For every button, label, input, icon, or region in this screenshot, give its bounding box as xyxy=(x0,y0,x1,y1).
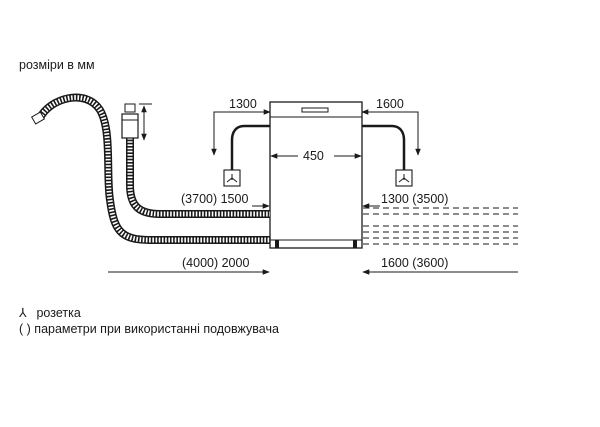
units-label: розміри в мм xyxy=(19,58,95,72)
right-extension-lines xyxy=(363,207,518,245)
brackets-symbol: ( ) xyxy=(19,322,31,336)
left-power-cable-label: (4000) 2000 xyxy=(182,256,249,270)
width-label: 450 xyxy=(303,149,324,163)
right-power-cable-dimension: 1600 (3600) xyxy=(362,256,518,275)
left-outlet-height-label: 1300 xyxy=(229,97,257,111)
left-drain-hose-label: (3700) 1500 xyxy=(181,192,248,206)
left-outlet-height-dimension: 1300 xyxy=(211,97,271,156)
right-inlet-hose-label: 1300 (3500) xyxy=(381,192,448,206)
legend-brackets-label: параметри при використанні подовжувача xyxy=(34,322,279,336)
legend-socket: ⅄ розетка xyxy=(19,305,81,321)
power-cable-right xyxy=(362,124,406,170)
left-power-cable-dimension: (4000) 2000 xyxy=(108,256,270,275)
left-drain-hose-dimension: (3700) 1500 xyxy=(181,192,270,209)
width-dimension: 450 xyxy=(270,149,362,163)
inlet-hose xyxy=(121,103,270,218)
socket-symbol-icon: ⅄ xyxy=(19,306,27,320)
dishwasher-outline xyxy=(269,101,363,249)
drain-hose xyxy=(30,93,270,244)
right-outlet-height-label: 1600 xyxy=(376,97,404,111)
right-inlet-hose-dimension: 1300 (3500) xyxy=(362,192,448,209)
legend-socket-label: розетка xyxy=(36,306,81,320)
legend-brackets: ( ) параметри при використанні подовжува… xyxy=(19,321,279,337)
right-outlet-height-dimension: 1600 xyxy=(361,97,421,156)
socket-left-icon xyxy=(223,169,241,187)
right-power-cable-label: 1600 (3600) xyxy=(381,256,448,270)
tap-height-marker xyxy=(139,103,152,141)
power-cable-left xyxy=(230,124,270,170)
socket-right-icon xyxy=(395,169,413,187)
